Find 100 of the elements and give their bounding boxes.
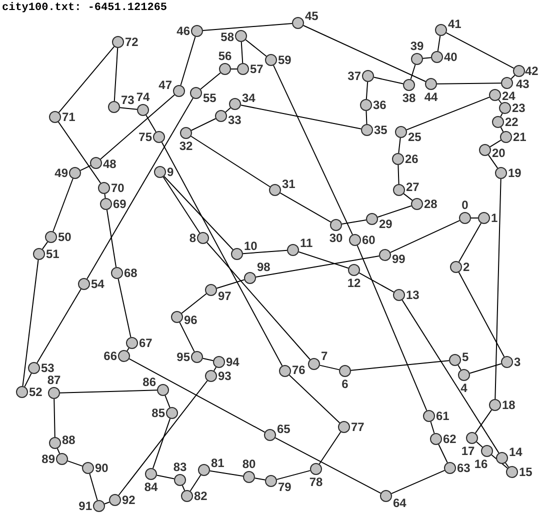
city-node <box>108 101 120 113</box>
city-node <box>349 234 361 246</box>
edge-line <box>274 437 382 494</box>
edge-line <box>180 36 196 86</box>
edge-line <box>242 250 288 254</box>
city-node <box>215 110 227 122</box>
edge-line <box>255 256 380 278</box>
edge-line <box>161 142 283 366</box>
edge-line <box>230 68 238 70</box>
node-number: 64 <box>393 497 406 509</box>
node-number: 2 <box>463 261 470 273</box>
edge-line <box>391 470 445 494</box>
edge-line <box>104 193 106 199</box>
city-node <box>379 249 391 261</box>
node-number: 41 <box>448 18 462 30</box>
node-number: 45 <box>305 10 318 22</box>
city-node <box>489 89 501 101</box>
edge-line <box>209 470 244 477</box>
city-node <box>339 365 351 377</box>
city-node <box>395 126 407 138</box>
city-node <box>137 104 149 116</box>
edge-line <box>488 154 498 169</box>
edge-line <box>80 165 92 171</box>
city-node <box>126 337 138 349</box>
edge-line <box>162 176 200 234</box>
node-number: 97 <box>218 290 232 302</box>
edge-line <box>403 193 413 201</box>
city-node <box>90 157 102 169</box>
edge-line <box>406 96 490 130</box>
city-node <box>393 184 405 196</box>
city-node <box>49 437 61 449</box>
edge-line <box>118 380 208 496</box>
node-number: 84 <box>144 481 158 493</box>
edge-line <box>273 64 353 236</box>
city-node <box>181 490 193 502</box>
edge-line <box>491 454 508 469</box>
node-number: 0 <box>462 199 468 211</box>
edge-line <box>60 390 158 394</box>
edge-line <box>89 473 98 501</box>
city-node <box>48 387 60 399</box>
node-number: 48 <box>103 158 116 170</box>
node-number: 35 <box>374 124 388 136</box>
edge-line <box>341 219 367 225</box>
node-number: 60 <box>362 234 376 246</box>
edge-line <box>446 32 514 69</box>
node-number: 58 <box>220 31 234 43</box>
node-number: 73 <box>121 94 134 106</box>
edge-line <box>302 25 426 82</box>
city-node <box>219 63 231 75</box>
node-number: 25 <box>408 131 422 143</box>
city-node <box>366 213 378 225</box>
edge-line <box>436 82 502 84</box>
node-number: 3 <box>514 356 521 368</box>
city-node <box>69 167 81 179</box>
city-node <box>264 429 276 441</box>
edge-line <box>179 322 195 352</box>
node-number: 56 <box>218 50 232 62</box>
city-node <box>348 264 360 276</box>
edge-line <box>42 241 48 250</box>
edge-line <box>437 35 441 52</box>
city-node <box>466 432 478 444</box>
edge-line <box>245 39 267 57</box>
node-number: 92 <box>122 494 136 506</box>
node-number: 67 <box>139 337 152 349</box>
city-node <box>361 124 373 136</box>
edge-line <box>56 448 60 454</box>
edge-line <box>164 176 234 250</box>
edge-line <box>510 74 516 80</box>
city-node <box>231 248 243 260</box>
edge-line <box>202 22 293 32</box>
node-number: 81 <box>211 457 224 469</box>
node-number: 91 <box>78 500 92 512</box>
city-node <box>243 471 255 483</box>
node-number: 46 <box>176 25 190 37</box>
node-number: 44 <box>424 91 438 103</box>
city-node <box>244 272 256 284</box>
node-number: 78 <box>309 476 323 488</box>
city-node <box>393 289 405 301</box>
edge-line <box>377 205 412 218</box>
city-node <box>173 85 185 97</box>
city-node <box>513 65 525 77</box>
city-node <box>205 370 217 382</box>
node-number: 69 <box>113 198 126 210</box>
edge-line <box>36 288 82 364</box>
city-node <box>501 356 513 368</box>
edge-line <box>422 57 432 59</box>
node-number: 76 <box>292 364 306 376</box>
city-node <box>435 24 447 36</box>
node-number: 29 <box>379 218 392 230</box>
node-number: 30 <box>329 232 343 244</box>
edge-line <box>200 72 221 90</box>
node-number: 63 <box>457 462 470 474</box>
city-node <box>197 232 209 244</box>
city-node <box>362 70 374 82</box>
city-node <box>191 25 203 37</box>
edge-line <box>24 372 32 388</box>
edge-line <box>458 222 482 262</box>
city-node <box>229 98 241 110</box>
city-node <box>287 244 299 256</box>
edge-line <box>438 444 448 464</box>
